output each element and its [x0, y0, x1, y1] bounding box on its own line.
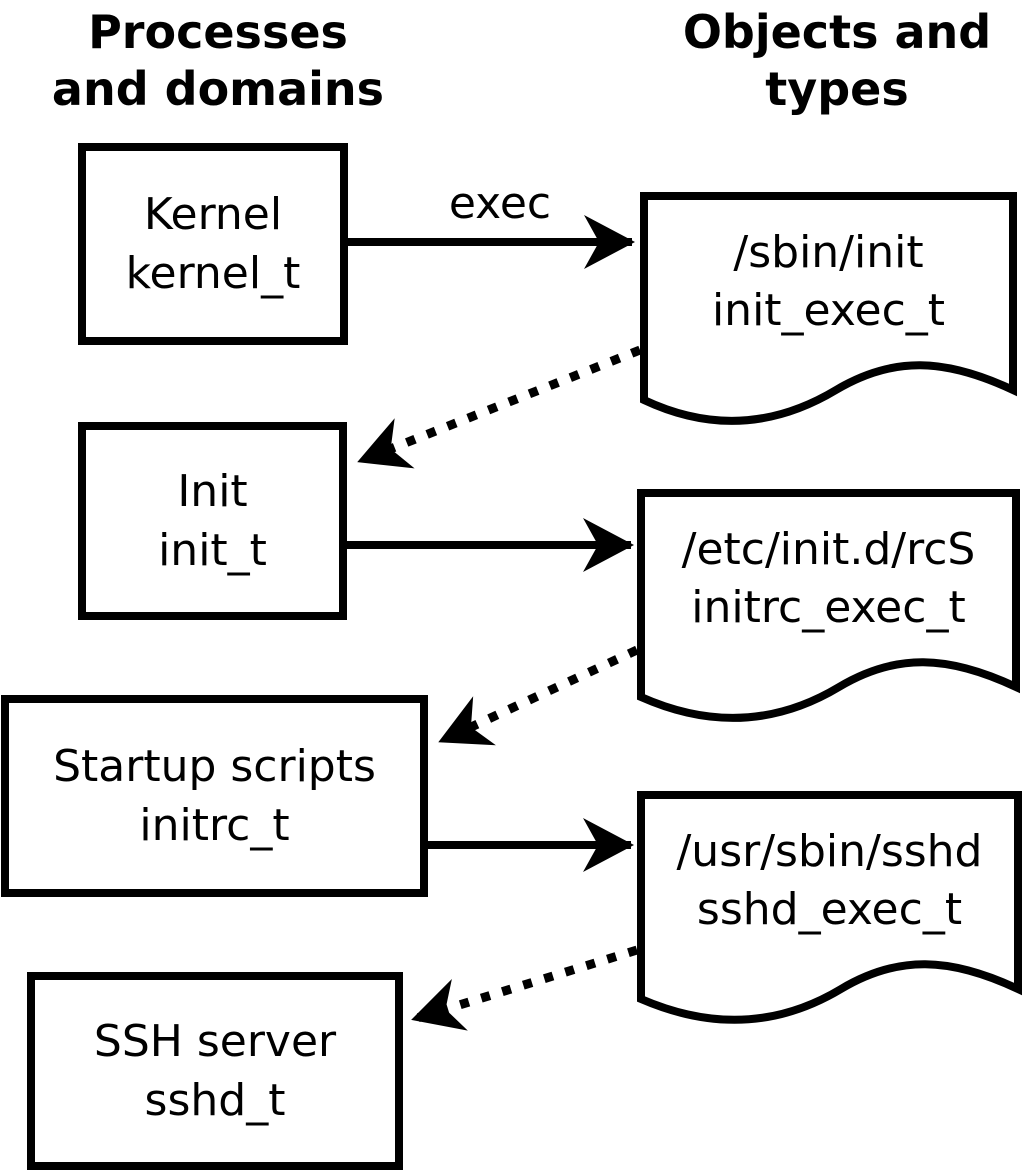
header-line: types [765, 62, 909, 116]
process-box-initrc-label: Startup scripts initrc_t [1, 695, 428, 897]
process-box-kernel-shape [78, 143, 348, 345]
column-header-objects: Objects and types [650, 4, 1024, 118]
process-box-init-label: Init init_t [78, 422, 347, 620]
object-path: /usr/sbin/sshd [676, 826, 983, 877]
process-box-sshd-label: SSH server sshd_t [27, 972, 403, 1170]
object-path: /sbin/init [733, 227, 924, 278]
process-box-initrc-shape [1, 695, 428, 897]
object-document-sbin-init-shape [640, 192, 1017, 425]
process-name: Startup scripts [53, 741, 376, 792]
domain-type: init_t [158, 525, 267, 576]
object-path: /etc/init.d/rcS [681, 524, 976, 575]
domain-type: sshd_t [144, 1075, 286, 1126]
process-name: Init [177, 466, 248, 517]
header-line: and domains [51, 62, 385, 116]
object-document-sbin-init-label: /sbin/init init_exec_t [641, 196, 1016, 368]
object-type: init_exec_t [711, 285, 946, 336]
object-document-rcs-shape [637, 489, 1020, 722]
process-box-init-shape [78, 422, 347, 620]
object-document-sshd-shape [637, 791, 1022, 1024]
object-document-rcs-label: /etc/init.d/rcS initrc_exec_t [641, 493, 1016, 665]
domain-type: initrc_t [139, 800, 290, 851]
transition-arrow-sshdexec-to-sshd [411, 945, 639, 1031]
process-box-sshd-shape [27, 972, 403, 1170]
exec-arrow-label: exec [448, 178, 552, 229]
object-type: sshd_exec_t [696, 884, 963, 935]
object-type: initrc_exec_t [691, 582, 966, 633]
transition-arrow-initrcexec-to-initrc [438, 645, 639, 746]
header-line: Objects and [682, 5, 992, 59]
domain-type: kernel_t [125, 248, 301, 299]
header-line: Processes [88, 5, 348, 59]
transition-arrow-initexec-to-init [357, 345, 642, 469]
column-header-processes: Processes and domains [20, 4, 416, 118]
process-box-kernel-label: Kernel kernel_t [78, 143, 348, 345]
process-name: Kernel [143, 189, 283, 240]
object-document-sshd-label: /usr/sbin/sshd sshd_exec_t [641, 795, 1018, 967]
process-name: SSH server [93, 1016, 337, 1067]
